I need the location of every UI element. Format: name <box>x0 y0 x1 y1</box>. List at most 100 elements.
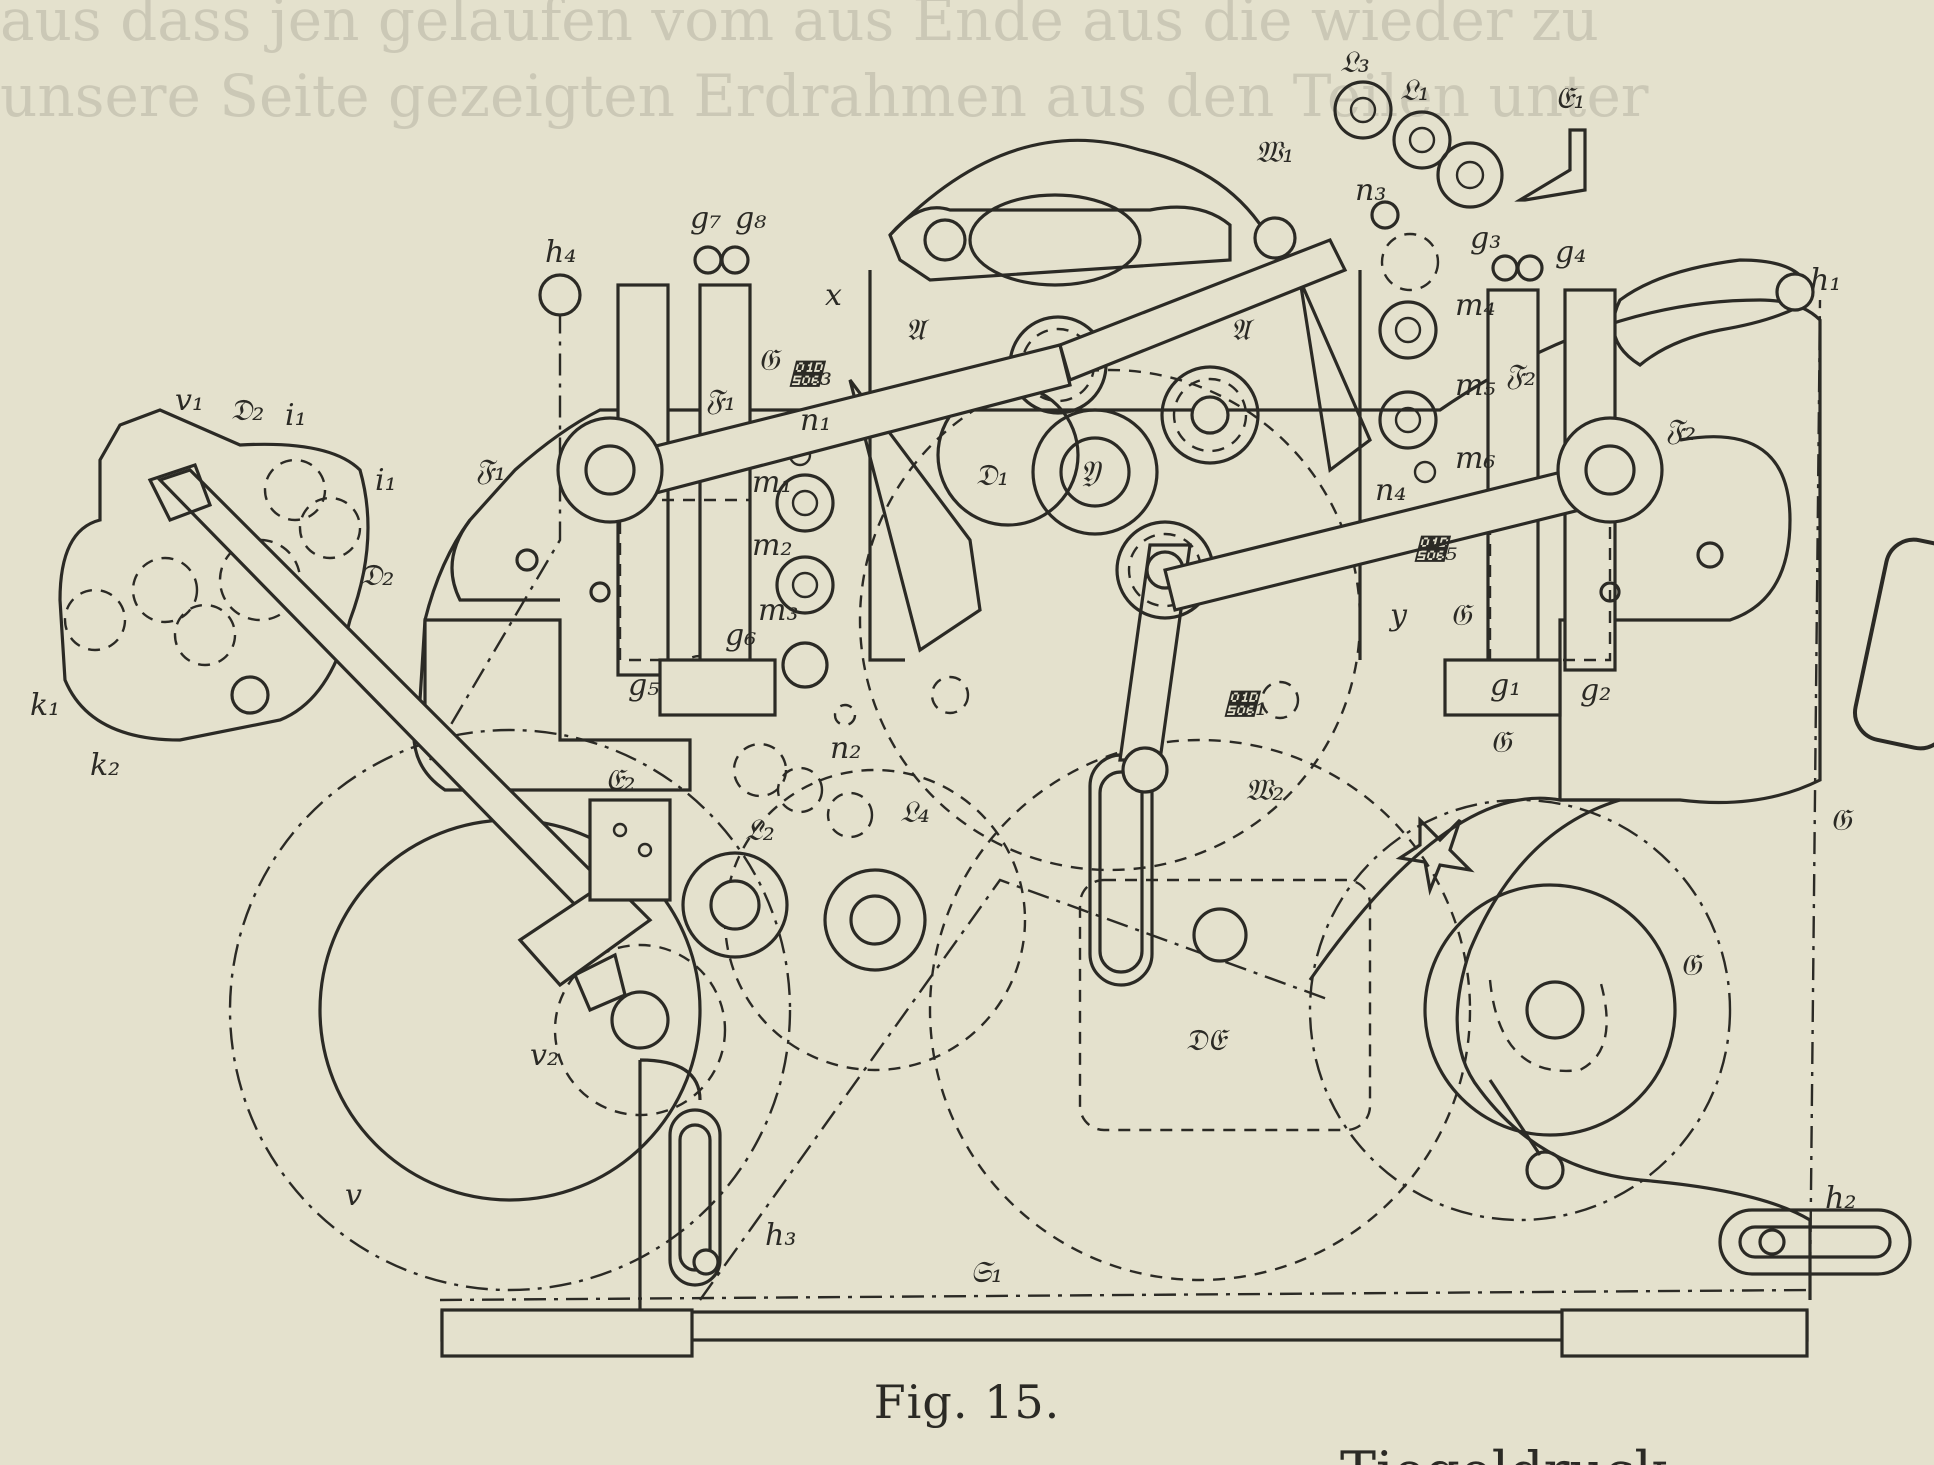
label-D2-b: 𝔇₂ <box>360 558 394 593</box>
gear-right-pitch <box>1172 377 1248 453</box>
star-wheel <box>1395 816 1475 896</box>
hub-F2 <box>1556 416 1664 524</box>
bridge-pin-right <box>1253 216 1297 260</box>
guide-right <box>1488 498 1612 662</box>
chain-line-left <box>428 280 562 761</box>
label-h4: h₄ <box>545 235 576 270</box>
gear-head-housing <box>58 408 370 742</box>
pin-h4 <box>538 273 582 317</box>
label-y: y <box>1388 598 1408 633</box>
label-x: x <box>825 278 842 313</box>
gear-right <box>1160 365 1260 465</box>
figure-caption: Fig. 15. <box>873 1375 1061 1429</box>
frame-left-lobe-upper <box>450 519 560 602</box>
roller-L3 <box>1333 80 1393 140</box>
roller-L3-hub <box>1349 96 1377 124</box>
gear-right-hub <box>1190 395 1230 435</box>
roller-m2-hub <box>791 571 819 599</box>
label-F2-top: 𝔉₂ <box>1505 358 1536 393</box>
label-G-mid: 𝔊 <box>1450 598 1474 633</box>
label-g2: g₂ <box>1580 673 1611 708</box>
roller-L1 <box>1392 110 1452 170</box>
label-W1: 𝔚₁ <box>1255 135 1294 170</box>
hub-F1 <box>556 416 664 524</box>
slot-link-inner <box>1098 770 1144 974</box>
label-G-right: 𝔊 <box>1490 725 1514 760</box>
roller-g7 <box>693 245 723 275</box>
label-n3: n₃ <box>1355 173 1386 208</box>
link-C1-pin <box>1121 746 1169 794</box>
label-F2-right: 𝔉₂ <box>1665 413 1696 448</box>
ink-duct <box>1514 128 1587 202</box>
frame-top-hump <box>888 138 1272 241</box>
label-L2: 𝔏₂ <box>745 813 775 848</box>
pin-h3 <box>692 1248 720 1276</box>
label-C5: 𝔆₅ <box>1414 533 1457 568</box>
chain-line-inner <box>699 878 1331 1301</box>
gear-L2-hub <box>709 879 761 931</box>
rocker-box <box>1078 878 1372 1132</box>
label-DE: 𝔇𝔈 <box>1185 1023 1230 1058</box>
label-n1: n₁ <box>800 403 831 438</box>
label-L4: 𝔏₄ <box>900 795 930 830</box>
roller-m5-hub <box>1394 406 1422 434</box>
cam-follower <box>1525 1150 1565 1190</box>
base-foot-left <box>440 1308 694 1358</box>
label-k2: k₂ <box>90 748 120 783</box>
roller-L1-hub <box>1408 126 1436 154</box>
base-foot-right <box>1560 1308 1809 1358</box>
g-wheel <box>1423 883 1677 1137</box>
roller-m5 <box>1378 390 1438 450</box>
roller-E1-hub <box>1455 160 1485 190</box>
label-E2: 𝔈₂ <box>605 763 635 798</box>
roller-m3 <box>781 641 829 689</box>
large-gear-center <box>928 738 1472 1282</box>
label-g6: g₆ <box>725 618 756 653</box>
bridge <box>888 205 1232 282</box>
label-G-left: 𝔊 <box>758 343 782 378</box>
gear-L2 <box>681 851 789 959</box>
roller-m4-hub <box>1394 316 1422 344</box>
roller-m6 <box>1413 460 1437 484</box>
label-F1-left: 𝔉₁ <box>475 453 506 488</box>
label-E1: 𝔈₁ <box>1555 81 1585 116</box>
label-m3: m₃ <box>758 593 798 628</box>
roller-m4 <box>1378 300 1438 360</box>
label-F1-top: 𝔉₁ <box>705 383 736 418</box>
frame-hole-right <box>1696 541 1724 569</box>
label-v2: v₂ <box>530 1038 559 1073</box>
arm-A <box>1058 237 1348 383</box>
label-S1: 𝔖₁ <box>970 1255 1003 1290</box>
label-h1: h₁ <box>1810 263 1841 298</box>
bridge-eye <box>968 193 1142 287</box>
label-m2: m₂ <box>752 528 792 563</box>
label-m1: m₁ <box>752 465 792 500</box>
frame-hole-left-2 <box>589 581 611 603</box>
large-gear-right <box>1308 798 1732 1222</box>
label-g4: g₄ <box>1555 235 1586 270</box>
roller-g3-b <box>1491 254 1519 282</box>
roller-dash-2 <box>776 766 824 814</box>
label-m4: m₄ <box>1455 288 1495 323</box>
label-W2: 𝔚₂ <box>1245 773 1284 808</box>
label-L3: 𝔏₃ <box>1340 45 1370 80</box>
label-g5: g₅ <box>628 668 659 703</box>
label-m6: m₆ <box>1455 441 1495 476</box>
label-n2: n₂ <box>830 731 861 766</box>
label-L1: 𝔏₁ <box>1400 73 1430 108</box>
bevel-gear-v2 <box>572 952 627 1013</box>
label-D1: 𝔇₁ <box>975 458 1009 493</box>
label-h2: h₂ <box>1825 1181 1856 1216</box>
bracket-bolt-1 <box>612 822 628 838</box>
cam-rod <box>1488 1079 1542 1156</box>
show-through-text-line-2: unsere Seite gezeigten Erdrahmen aus den… <box>0 62 1649 130</box>
label-i1-b: i₁ <box>375 463 397 498</box>
roller-n2 <box>833 703 857 727</box>
slot-h3 <box>668 1108 722 1287</box>
head-pin <box>230 675 270 715</box>
roller-g4 <box>1516 254 1544 282</box>
gear-L4 <box>823 868 927 972</box>
show-through-text-line-1: aus dass jen gelaufen vom aus Ende aus d… <box>0 0 1599 54</box>
chain-line-outer <box>439 299 1822 1302</box>
label-k1: k₁ <box>30 688 60 723</box>
